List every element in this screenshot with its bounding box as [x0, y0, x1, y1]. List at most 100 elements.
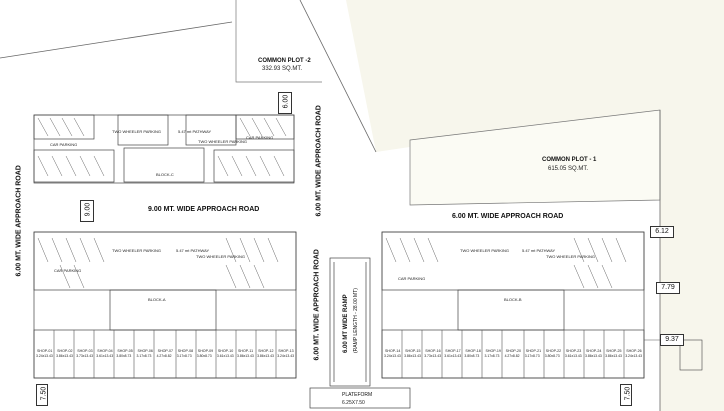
shop-size: 3.61x13.43 — [564, 354, 582, 358]
shop-size: 3.24x13.43 — [384, 354, 401, 358]
block-a-shop-dividers — [53, 330, 277, 378]
road-6m-center-upper-label: 6.00 MT. WIDE APPROACH ROAD — [315, 105, 323, 217]
shop-name: SHOP-10 — [217, 349, 234, 353]
site-boundary-left — [0, 21, 233, 59]
shop-size: 3.86x13.43 — [56, 354, 73, 358]
shop-size: 3.86x13.43 — [585, 354, 602, 358]
dim-750-right-text: 7.50 — [624, 386, 632, 401]
shop-size: 3.80x8.73 — [116, 354, 132, 358]
dim-612: 6.12 — [650, 226, 674, 238]
shop-name: SHOP-22 — [545, 349, 562, 353]
dim-750-right: 7.50 — [620, 384, 632, 406]
block-b-shop-dividers — [401, 330, 625, 378]
platform-size: 6.25X7.50 — [342, 400, 365, 406]
dim-600-text: 6.00 — [282, 94, 290, 109]
two-wheeler-label-c-2: TWO WHEELER PARKING — [198, 139, 248, 144]
block-b-label: BLOCK-B — [504, 297, 522, 302]
shop-size: 4.27x8.82 — [504, 354, 520, 358]
ramp-outline — [329, 257, 371, 387]
shop-size: 3.61x13.43 — [96, 354, 114, 358]
common-plot-2-label: COMMON PLOT -2 — [258, 58, 311, 64]
block-c-plan — [33, 114, 295, 184]
dim-750-left: 7.50 — [36, 384, 48, 406]
road-6m-left-label: 6.00 MT. WIDE APPROACH ROAD — [15, 165, 23, 277]
shop-size: 3.17x8.73 — [524, 354, 540, 358]
dim-779: 7.79 — [656, 282, 680, 294]
car-parking-label-a: CAR PARKING — [54, 268, 82, 273]
block-b-plan — [381, 231, 645, 379]
two-wheeler-label-b-2: TWO WHEELER PARKING — [546, 254, 596, 259]
shop-size: 3.80x8.73 — [544, 354, 560, 358]
shop-size: 3.73x13.43 — [76, 354, 93, 358]
ramp-label-line1: 6.00 MT WIDE RAMP — [343, 294, 349, 353]
dim-937: 9.37 — [660, 334, 684, 346]
shop-size: 3.86x13.43 — [257, 354, 274, 358]
block-c-parking-stalls — [37, 117, 287, 177]
common-plot-2-boundary — [235, 0, 322, 83]
shop-size: 3.17x8.73 — [176, 354, 192, 358]
shop-name: SHOP-13 — [278, 349, 294, 353]
block-b-parking-stalls — [385, 237, 627, 289]
shop-name: SHOP-08 — [177, 349, 194, 353]
two-wheeler-label-a: TWO WHEELER PARKING — [112, 248, 162, 253]
shop-size: 3.80x8.73 — [464, 354, 480, 358]
shop-name: SHOP-05 — [117, 349, 133, 353]
shop-size: 3.86x13.43 — [605, 354, 622, 358]
road-9m-label: 9.00 MT. WIDE APPROACH ROAD — [148, 206, 260, 213]
car-parking-label-c-right: CAR PARKING — [246, 135, 274, 140]
shop-name: SHOP-07 — [157, 349, 173, 353]
shop-name: SHOP-21 — [525, 349, 542, 353]
shop-name: SHOP-26 — [626, 349, 642, 353]
shop-size: 3.24x13.43 — [625, 354, 642, 358]
shop-size: 3.24x13.43 — [36, 354, 53, 358]
shop-name: SHOP-11 — [238, 349, 254, 353]
shop-name: SHOP-20 — [505, 349, 521, 353]
ramp-label-line2: (RAMP LENGTH - 28.00 MT) — [353, 288, 359, 353]
dim-900: 9.00 — [80, 200, 94, 222]
shop-size: 3.61x13.43 — [444, 354, 462, 358]
shop-name: SHOP-16 — [425, 349, 441, 353]
walkway-label-c: 5.47 mt PATHWAY — [178, 129, 212, 134]
shop-size: 3.24x13.43 — [277, 354, 294, 358]
shop-name: SHOP-06 — [137, 349, 153, 353]
shop-name: SHOP-01 — [37, 349, 53, 353]
road-6m-center-lower-label: 6.00 MT. WIDE APPROACH ROAD — [313, 249, 321, 361]
shop-size: 3.86x13.43 — [237, 354, 254, 358]
two-wheeler-label-b: TWO WHEELER PARKING — [460, 248, 510, 253]
shop-name: SHOP-04 — [97, 349, 113, 353]
platform-label: PLATEFORM — [342, 392, 373, 398]
east-ramp-outline — [679, 339, 703, 371]
walkway-label-b: 5.47 mt PATHWAY — [522, 248, 556, 253]
shop-size: 4.27x8.82 — [156, 354, 172, 358]
dim-600: 6.00 — [278, 92, 292, 114]
block-a-label: BLOCK-A — [148, 297, 166, 302]
common-plot-1-area: 615.05 SQ.MT. — [548, 166, 589, 172]
site-boundary-right — [299, 0, 377, 153]
platform-outline — [309, 387, 411, 409]
dim-900-text: 9.00 — [84, 202, 92, 217]
shop-name: SHOP-23 — [565, 349, 582, 353]
block-c-label: BLOCK-C — [156, 172, 174, 177]
shop-name: SHOP-19 — [485, 349, 501, 353]
common-plot-1-area — [322, 0, 724, 411]
shop-size: 3.86x13.43 — [404, 354, 421, 358]
road-6m-middle-label: 6.00 MT. WIDE APPROACH ROAD — [452, 213, 564, 220]
dim-750-left-text: 7.50 — [40, 386, 48, 401]
shop-size: 3.61x13.43 — [216, 354, 234, 358]
shop-name: SHOP-24 — [586, 349, 602, 353]
shop-name: SHOP-14 — [385, 349, 401, 353]
shop-name: SHOP-25 — [606, 349, 622, 353]
shop-size: 3.80x8.73 — [196, 354, 212, 358]
two-wheeler-label-c: TWO WHEELER PARKING — [112, 129, 162, 134]
walkway-label-a: 5.47 mt PATHWAY — [176, 248, 210, 253]
shop-name: SHOP-12 — [258, 349, 274, 353]
shop-size: 3.73x13.43 — [424, 354, 441, 358]
shop-size: 3.17x8.73 — [136, 354, 152, 358]
shop-name: SHOP-03 — [77, 349, 93, 353]
block-a-plan — [33, 231, 297, 379]
car-parking-label-c-left: CAR PARKING — [50, 142, 78, 147]
shop-name: SHOP-15 — [405, 349, 421, 353]
shop-name: SHOP-18 — [465, 349, 481, 353]
shop-name: SHOP-17 — [445, 349, 461, 353]
